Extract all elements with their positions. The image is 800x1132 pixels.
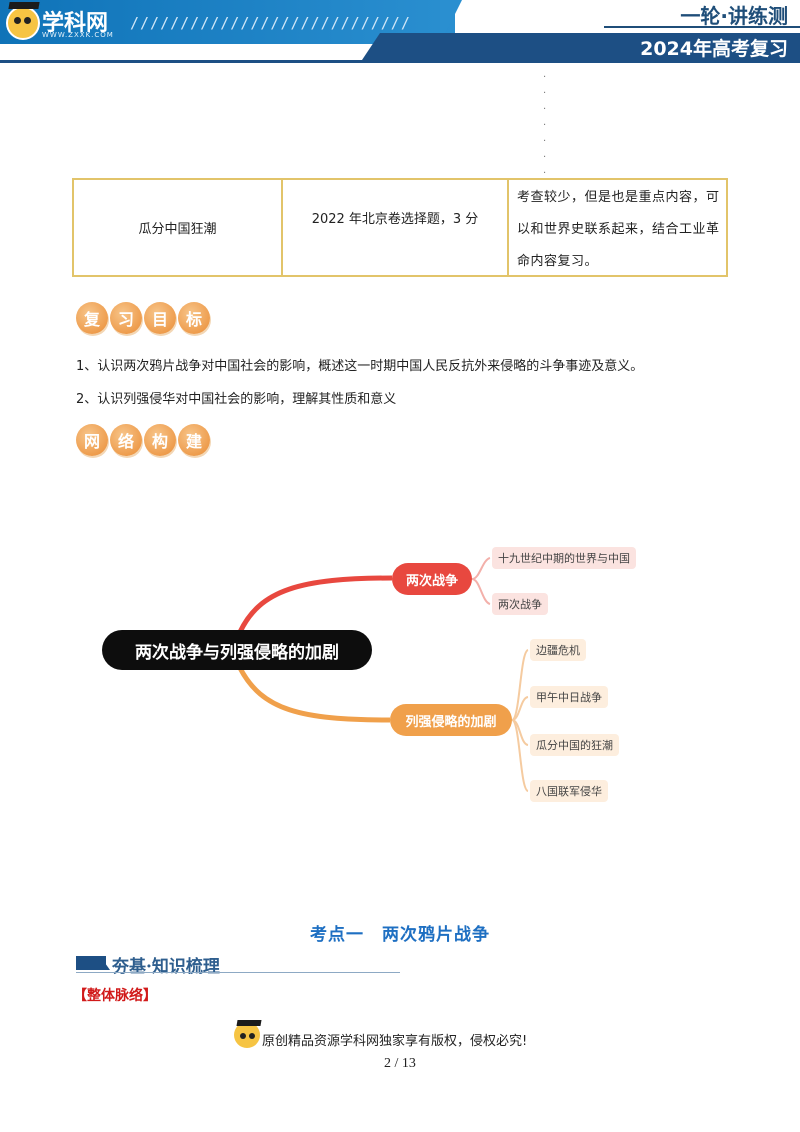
logo-text[interactable]: 学科网 xyxy=(42,11,109,36)
topic-text: 瓜分中国狂潮 xyxy=(138,222,217,237)
section-underline xyxy=(76,972,400,973)
badge-char: 目 xyxy=(144,302,176,334)
footer-logo-icon xyxy=(234,1022,260,1048)
badge-char: 网 xyxy=(76,424,108,456)
table-cell-note: 考查较少，但是也是重点内容，可以和世界史联系起来，结合工业革命内容复习。 xyxy=(517,190,720,269)
logo-url: WWW.ZXXK.COM xyxy=(42,31,114,39)
header-right-slant xyxy=(362,33,380,60)
header-bottom-line xyxy=(0,60,800,63)
mindmap-leaf: 十九世纪中期的世界与中国 xyxy=(492,547,636,569)
review-goal-1: 1、认识两次鸦片战争对中国社会的影响，概述这一时期中国人民反抗外来侵略的斗争事迹… xyxy=(76,359,644,374)
exam-title: 2024年高考复习 xyxy=(640,38,788,60)
table-cell-topic: 瓜分中国狂潮 xyxy=(74,180,283,275)
badge-char: 标 xyxy=(178,302,210,334)
mindmap-root: 两次战争与列强侵略的加剧 xyxy=(102,630,372,670)
page-number: 2 / 13 xyxy=(384,1056,416,1071)
mindmap-leaf: 甲午中日战争 xyxy=(530,686,608,708)
badge-char: 复 xyxy=(76,302,108,334)
badge-char: 络 xyxy=(110,424,142,456)
mindmap-branch-aggression: 列强侵略的加剧 xyxy=(390,704,512,736)
section-bar-icon xyxy=(76,956,106,970)
table-cell-exam: 2022 年北京卷选择题，3 分 xyxy=(283,180,509,275)
mindmap-leaf: 边疆危机 xyxy=(530,639,586,661)
footer-logo-eye-icon xyxy=(249,1033,255,1039)
header-stripes: //////////////////////////// xyxy=(130,14,411,32)
mindmap-leaf: 八国联军侵华 xyxy=(530,780,608,802)
mindmap-leaf: 瓜分中国的狂潮 xyxy=(530,734,619,756)
outline-label: 【整体脉络】 xyxy=(73,988,157,1004)
exam-title-bar xyxy=(380,33,800,60)
mindmap-leaf: 两次战争 xyxy=(492,593,548,615)
badge-char: 构 xyxy=(144,424,176,456)
mindmap-connectors xyxy=(237,557,529,792)
series-title: 一轮·讲练测 xyxy=(680,4,788,28)
badge-char: 习 xyxy=(110,302,142,334)
review-goals-badge: 复 习 目 标 xyxy=(76,302,210,338)
logo-icon xyxy=(6,6,40,40)
knowledge-point-title: 考点一 两次鸦片战争 xyxy=(310,925,490,945)
section-bar-slant xyxy=(100,956,110,970)
badge-char: 建 xyxy=(178,424,210,456)
series-title-area: 一轮·讲练测 xyxy=(604,0,800,28)
footer-logo-cap-icon xyxy=(236,1020,262,1026)
copyright-notice: 原创精品资源学科网独家享有版权，侵权必究! xyxy=(262,1034,528,1049)
network-badge: 网 络 构 建 xyxy=(76,424,210,460)
mindmap-branch-wars: 两次战争 xyxy=(392,563,472,595)
review-goal-2: 2、认识列强侵华对中国社会的影响，理解其性质和意义 xyxy=(76,392,397,407)
logo-eye-icon xyxy=(24,17,31,24)
exam-table: 瓜分中国狂潮 2022 年北京卷选择题，3 分 考查较少，但是也是重点内容，可以… xyxy=(72,178,728,277)
header-divider xyxy=(604,26,800,28)
footer-logo-eye-icon xyxy=(240,1033,246,1039)
section-heading: 夯基·知识梳理 xyxy=(112,957,220,977)
dotted-divider: ······· xyxy=(543,72,547,179)
logo-cap-icon xyxy=(8,2,40,9)
logo-eye-icon xyxy=(14,17,21,24)
